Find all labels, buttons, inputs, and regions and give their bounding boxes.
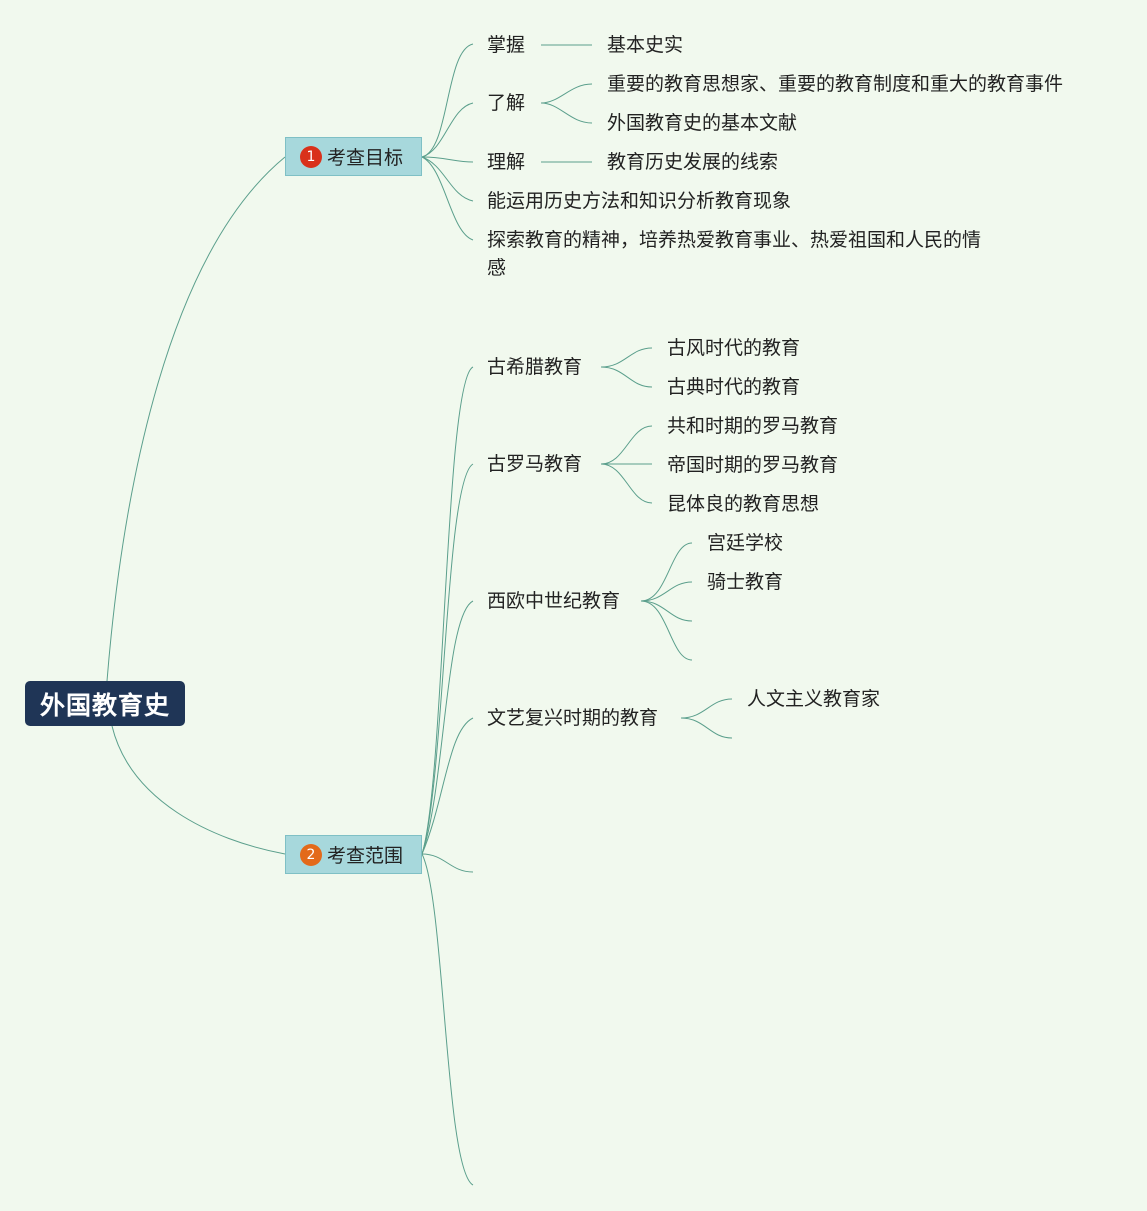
topic-node[interactable]: 能运用历史方法和知识分析教育现象 [487,190,792,212]
link-b1-c5 [421,156,474,241]
topic-node[interactable]: 掌握 [487,34,526,56]
link-b2c4-g2 [680,717,733,739]
topic-node[interactable]: 西欧中世纪教育 [487,590,621,612]
subtopic-node[interactable]: 帝国时期的罗马教育 [667,454,839,476]
link-b2c2-g1 [600,425,653,465]
topic-node[interactable]: 古罗马教育 [487,453,583,475]
subtopic-node[interactable]: 昆体良的教育思想 [667,493,820,515]
subtopic-node[interactable]: 人文主义教育家 [747,688,881,710]
subtopic-node[interactable]: 教育历史发展的线索 [607,151,779,173]
link-b2c3-g3 [640,600,693,622]
link-b1c2-g2 [540,102,593,124]
subtopic-node[interactable]: 古典时代的教育 [667,376,801,398]
topic-node[interactable]: 探索教育的精神，培养热爱教育事业、热爱祖国和人民的情感 [487,229,982,279]
topic-node[interactable]: 理解 [487,151,526,173]
topic-node[interactable]: 古希腊教育 [487,356,583,378]
link-b2-c2 [421,463,474,855]
link-b2c2-g3 [600,463,653,504]
link-b1-c2 [421,102,474,158]
subtopic-node[interactable]: 重要的教育思想家、重要的教育制度和重大的教育事件 [607,73,1064,95]
link-b2-c5 [421,853,474,873]
topic-node[interactable]: 了解 [487,92,526,114]
subtopic-node[interactable]: 共和时期的罗马教育 [667,415,839,437]
subtopic-node[interactable]: 古风时代的教育 [667,337,801,359]
root-node[interactable]: 外国教育史 [25,681,185,726]
link-b2-c4 [421,717,474,855]
topic-node[interactable]: 文艺复兴时期的教育 [487,707,659,729]
branch-node-2[interactable]: 2 考查范围 [285,835,422,874]
link-b2-c6 [421,853,474,1186]
subtopic-node[interactable]: 外国教育史的基本文献 [607,112,798,134]
link-root-branch2 [111,725,286,855]
link-b2c3-g1 [640,542,693,602]
branch-node-1[interactable]: 1 考查目标 [285,137,422,176]
link-b2-c3 [421,600,474,855]
number-badge-icon: 1 [300,145,322,168]
link-b1-c3 [421,156,474,163]
number-badge-icon: 2 [300,843,322,866]
branch-label: 考查目标 [327,147,404,169]
link-b2c1-g1 [600,347,653,368]
subtopic-node[interactable]: 宫廷学校 [707,532,784,554]
branch-label: 考查范围 [327,845,404,867]
link-b2c3-g2 [640,581,693,602]
link-b2c4-g1 [680,698,733,719]
link-b2c3-g4 [640,600,693,661]
link-b1c2-g1 [540,83,593,104]
link-b1-c1 [421,43,474,158]
link-b1-c4 [421,156,474,202]
subtopic-node[interactable]: 骑士教育 [707,571,784,593]
link-root-branch1 [106,156,286,682]
link-b2c1-g2 [600,366,653,388]
link-b2-c1 [421,366,474,855]
root-label: 外国教育史 [39,690,170,720]
subtopic-node[interactable]: 基本史实 [607,34,684,56]
